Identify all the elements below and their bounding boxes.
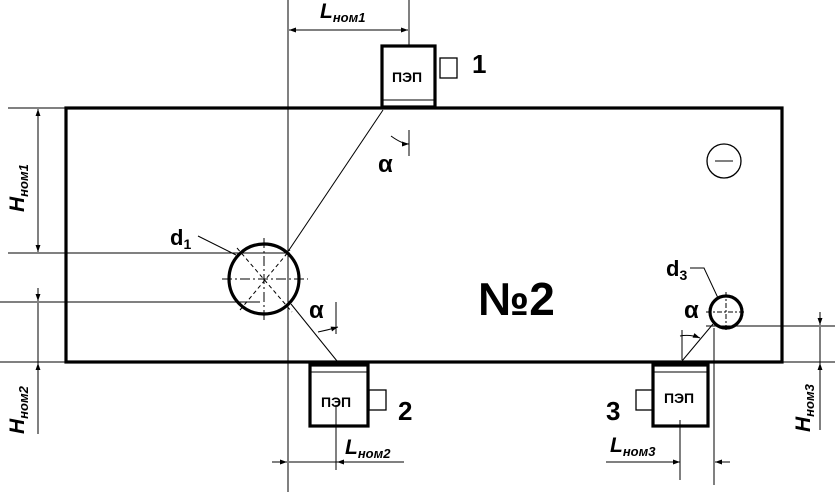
sensor-3-label: ПЭП bbox=[664, 390, 694, 406]
sensor-1 bbox=[380, 44, 458, 109]
leader-d1 bbox=[197, 235, 237, 256]
hole-d3-label: d3 bbox=[666, 256, 687, 283]
angle-label-sensor1: α bbox=[378, 151, 393, 178]
dimension-H2-label: Hном2 bbox=[6, 385, 31, 434]
angle-arc-sensor1 bbox=[390, 135, 410, 147]
hole-d1 bbox=[222, 238, 308, 322]
sensor-3 bbox=[635, 363, 710, 428]
dimension-L3-label: Lном3 bbox=[610, 434, 656, 459]
angle-label-sensor2: α bbox=[309, 297, 324, 324]
sensor-3-number: 3 bbox=[606, 396, 620, 426]
dimension-H1-label: Hном1 bbox=[6, 164, 31, 212]
sensor-1-label: ПЭП bbox=[392, 69, 422, 85]
block-label: №2 bbox=[478, 273, 555, 325]
hole-d1-label: d1 bbox=[170, 225, 191, 252]
sensor-2 bbox=[308, 363, 387, 428]
sensor-2-number: 2 bbox=[398, 396, 412, 426]
beam-sensor2 bbox=[290, 303, 338, 362]
sensor-1-number: 1 bbox=[472, 49, 486, 79]
leader-d3 bbox=[690, 267, 719, 299]
hole-upper-right bbox=[706, 143, 742, 179]
angle-arc-sensor3 bbox=[679, 333, 701, 339]
angle-label-sensor3: α bbox=[684, 297, 699, 324]
dimension-L2-label: Lном2 bbox=[345, 436, 391, 461]
beam-sensor3 bbox=[681, 323, 714, 362]
dimension-L1-label: Lном1 bbox=[320, 0, 365, 25]
beam-sensor1 bbox=[284, 109, 384, 257]
hole-d3 bbox=[706, 292, 746, 332]
dimension-H3-label: Hном3 bbox=[792, 383, 817, 432]
angle-arc-sensor2 bbox=[317, 326, 339, 333]
sensor-2-label: ПЭП bbox=[321, 394, 351, 410]
